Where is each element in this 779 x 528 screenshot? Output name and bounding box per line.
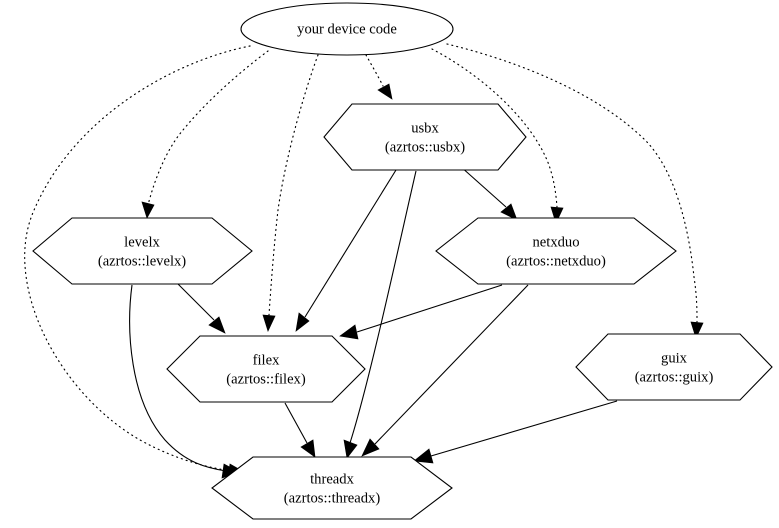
edge-usbx-to-threadx <box>343 170 417 459</box>
node-shape-octagon <box>323 103 527 171</box>
arrowhead-icon <box>295 312 310 332</box>
edge-group-dotted <box>24 43 704 479</box>
arrowhead-icon <box>339 324 359 340</box>
edge-device-to-filex <box>262 54 319 332</box>
arrowhead-icon <box>500 203 518 221</box>
node-shape-ellipse <box>240 2 454 56</box>
node-shape-octagon <box>575 333 773 401</box>
node-shape-octagon <box>211 456 453 520</box>
node-netxduo[interactable]: netxduo (azrtos::netxduo) <box>435 217 677 285</box>
edge-levelx-to-filex <box>177 283 226 334</box>
arrowhead-icon <box>550 206 564 224</box>
edge-device-to-usbx <box>365 54 393 100</box>
edge-netxduo-to-filex <box>339 284 503 340</box>
edge-guix-to-threadx <box>413 400 618 464</box>
node-your-device-code[interactable]: your device code <box>240 2 454 56</box>
edge-device-to-netxduo <box>431 48 564 224</box>
node-label-netxduo-name: netxduo <box>532 234 579 250</box>
node-label-guix-name: guix <box>661 350 688 366</box>
edge-device-to-levelx <box>141 50 269 219</box>
arrowhead-icon <box>141 201 155 219</box>
edge-netxduo-to-threadx <box>361 284 529 457</box>
edge-filex-to-threadx <box>284 402 316 458</box>
edge-group-solid <box>129 165 618 479</box>
node-label-levelx-name: levelx <box>124 234 160 250</box>
node-usbx[interactable]: usbx (azrtos::usbx) <box>323 103 527 171</box>
node-filex[interactable]: filex (azrtos::filex) <box>166 335 366 403</box>
arrowhead-icon <box>208 316 226 334</box>
node-label-netxduo-namespace: (azrtos::netxduo) <box>506 253 606 269</box>
node-label-device: your device code <box>297 21 397 37</box>
node-label-threadx-name: threadx <box>310 471 354 487</box>
node-levelx[interactable]: levelx (azrtos::levelx) <box>32 217 253 285</box>
node-shape-octagon <box>435 217 677 285</box>
arrowhead-icon <box>300 439 316 458</box>
edge-usbx-to-netxduo <box>459 165 518 221</box>
arrowhead-icon <box>413 448 434 464</box>
node-label-threadx-namespace: (azrtos::threadx) <box>284 490 381 506</box>
arrowhead-icon <box>343 439 358 459</box>
arrowhead-icon <box>361 438 380 457</box>
node-label-filex-name: filex <box>253 352 280 368</box>
arrowhead-icon <box>262 314 276 332</box>
arrowhead-icon <box>690 321 704 339</box>
edge-usbx-to-filex <box>295 169 397 332</box>
node-shape-octagon <box>32 217 253 285</box>
node-label-levelx-namespace: (azrtos::levelx) <box>98 253 186 269</box>
node-shape-octagon <box>166 335 366 403</box>
node-threadx[interactable]: threadx (azrtos::threadx) <box>211 456 453 520</box>
node-label-guix-namespace: (azrtos::guix) <box>635 369 714 385</box>
node-label-usbx-name: usbx <box>411 120 439 136</box>
node-label-usbx-namespace: (azrtos::usbx) <box>385 139 465 155</box>
node-label-filex-namespace: (azrtos::filex) <box>226 371 306 387</box>
arrowhead-icon <box>377 83 393 100</box>
node-guix[interactable]: guix (azrtos::guix) <box>575 333 773 401</box>
edge-device-to-guix <box>446 43 704 339</box>
